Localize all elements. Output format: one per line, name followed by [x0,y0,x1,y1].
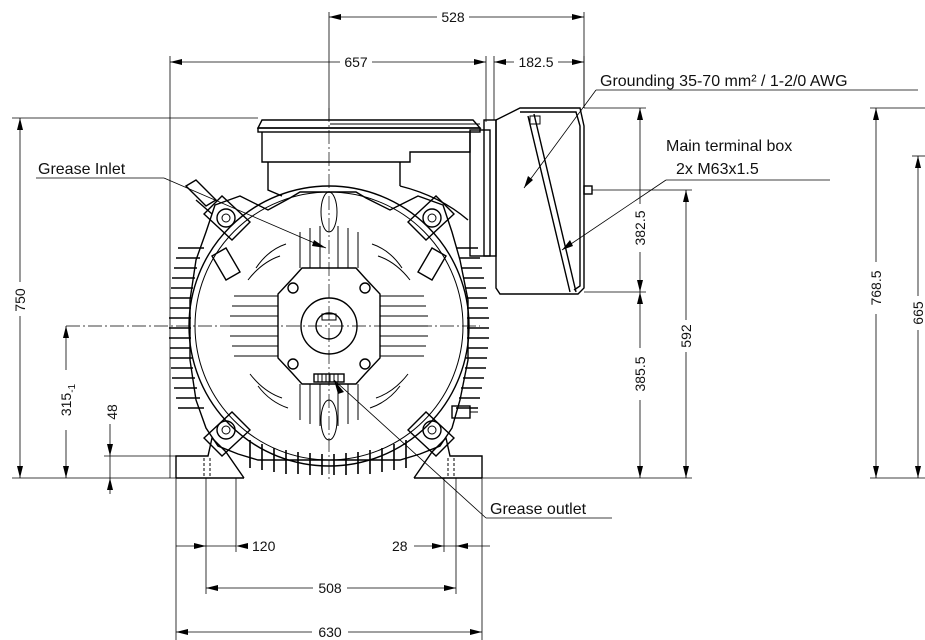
label-grounding: Grounding 35-70 mm² / 1-2/0 AWG [600,73,848,90]
dim-382-5: 382.5 [632,210,648,245]
dim-508: 508 [318,580,342,596]
terminal-box [495,107,593,295]
cooling-fins-right [456,247,489,409]
dim-120: 120 [252,538,276,554]
dim-385-5: 385.5 [632,356,648,391]
dim-657: 657 [344,54,368,70]
cooling-fins-bottom [249,440,407,475]
grease-inlet-nipple [184,179,218,215]
label-terminal-box-thread: 2x M63x1.5 [676,161,759,178]
dim-182-5: 182.5 [518,54,553,70]
corner-lugs [202,195,456,457]
leader-lines [36,89,918,519]
dim-315: 315-1 [58,383,78,416]
dim-665: 665 [910,301,925,325]
dimension-lines [12,12,925,640]
label-grease-outlet: Grease outlet [490,501,587,518]
dim-750: 750 [12,288,28,312]
cooling-fins-left [169,247,204,409]
motor-feet [175,436,483,479]
frame-grounding-stud [451,405,478,419]
dim-768-5: 768.5 [868,270,884,305]
dim-315-tolerance: -1 [67,383,78,392]
dim-28: 28 [392,538,408,554]
dim-528: 528 [441,9,465,25]
motor-body [256,119,497,257]
dim-48: 48 [104,404,120,420]
label-grease-inlet: Grease Inlet [38,161,126,178]
dim-315-value: 315 [58,393,74,417]
label-terminal-box: Main terminal box [666,138,792,155]
dim-592: 592 [678,324,694,348]
dim-630: 630 [318,624,342,640]
center-lines [66,108,480,482]
